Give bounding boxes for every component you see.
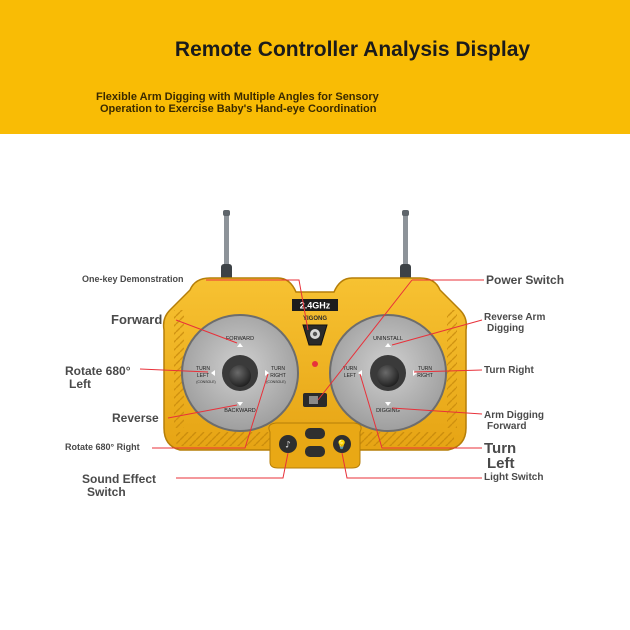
left-stick-right-text-3: (CONSOLE) [266,380,285,384]
leader-forward [175,319,238,344]
left-stick-backward-text: BACKWARD [224,408,256,414]
center-button-top[interactable] [305,428,325,439]
callout-rotate-left-line-2: Left [69,377,91,391]
leader-reverse-arm [391,319,483,346]
callout-sound-effect-line-2: Switch [87,485,126,499]
right-stick-right-text-1: TURN [418,366,432,372]
left-stick-right-text-2: RIGHT [270,373,286,379]
callout-reverse-arm-line-2: Digging [487,323,525,334]
right-stick-left-arrow-icon [358,370,362,376]
right-stick-right-text-2: RIGHT [417,373,433,379]
light-bulb-icon: 💡 [336,439,347,451]
callout-rotate-right: Rotate 680° Right [65,442,140,452]
leader-one-key-demo [206,279,309,331]
sound-icon: ♪ [285,441,291,451]
tread-pattern-right [447,310,457,428]
leader-sound-effect [176,452,289,479]
right-stick-left-text-1: TURN [343,366,357,372]
callout-power-switch: Power Switch [486,273,565,287]
brand-text: YIGONG [303,316,327,322]
leader-rotate-right [152,373,269,449]
right-stick-up-arrow-icon [385,343,391,347]
header-banner [0,0,630,134]
leader-arm-forward [391,407,483,415]
left-stick-right-arrow-icon [265,370,269,376]
leader-power-switch-to-switch [317,279,413,401]
power-indicator-light [312,361,318,367]
left-stick-forward-text: FORWARD [226,336,254,342]
left-stick-left-text-1: TURN [196,366,210,372]
bottom-button-cluster [268,422,362,469]
frequency-badge [292,299,338,311]
left-stick-left-text-3: (CONSOLE) [196,380,215,384]
callout-sound-effect-line-1: Sound Effect [82,472,156,486]
right-stick-uninstall-text: UNINSTALL [373,336,403,342]
demo-button-icon-center [312,331,318,337]
page-title: Remote Controller Analysis Display [174,38,531,61]
callout-one-key-demonstration: One-key Demonstration [82,274,184,284]
left-stick-left-arrow-icon [211,370,215,376]
left-stick-right-text-1: TURN [271,366,285,372]
callout-reverse-arm-line-1: Reverse Arm [484,312,546,323]
callout-turn-right: Turn Right [484,365,534,376]
sound-effect-button[interactable] [279,435,297,453]
left-joystick-knob[interactable] [229,365,251,387]
light-switch-button[interactable] [333,435,351,453]
subtitle-line-2: Operation to Exercise Baby's Hand-eye Co… [100,103,377,115]
left-stick-down-arrow-icon [237,402,243,406]
callout-reverse: Reverse [112,411,159,425]
page-subtitle: Flexible Arm Digging with Multiple Angle… [96,91,379,115]
callout-forward: Forward [111,312,163,327]
callout-arm-forward-line-2: Forward [487,421,527,432]
subtitle-line-1: Flexible Arm Digging with Multiple Angle… [96,91,379,103]
callout-rotate-left-line-1: Rotate 680° [65,364,131,378]
frequency-text: 2.4GHz [300,301,331,311]
leader-light-switch [341,452,482,479]
leader-reverse [167,404,238,419]
leader-turn-left [359,373,482,449]
left-stick-left-text-2: LEFT [197,373,209,379]
right-stick-left-text-2: LEFT [344,373,356,379]
tread-pattern-left [174,310,184,428]
leader-turn-right [413,369,483,373]
left-stick-up-arrow-icon [237,343,243,347]
callout-arm-forward-line-1: Arm Digging [484,410,544,421]
right-stick-down-arrow-icon [385,402,391,406]
center-button-bottom[interactable] [305,446,325,457]
callout-leader-lines [139,279,484,479]
right-stick-digging-text: DIGGING [376,408,400,414]
right-joystick-knob[interactable] [377,365,399,387]
leader-rotate-left [139,368,209,373]
callout-turn-left-line-2: Left [487,455,515,472]
power-switch-slider [309,396,318,404]
callout-turn-left-line-1: Turn [484,440,517,457]
callout-light-switch: Light Switch [484,472,544,483]
